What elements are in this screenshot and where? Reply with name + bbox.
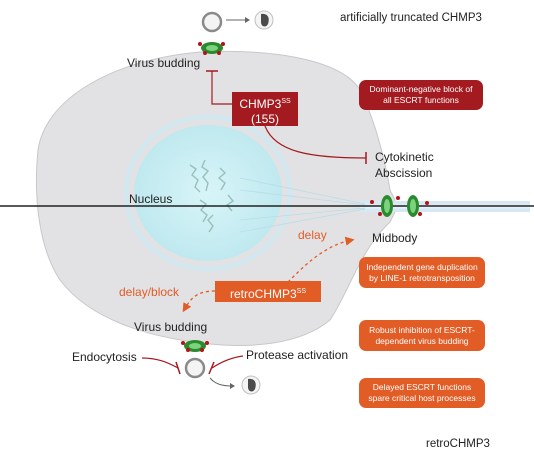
chmp3ss-count: (155) — [250, 112, 279, 126]
protease-activation-label: Protease activation — [246, 348, 349, 362]
retrochmp3-superscript: SS — [296, 288, 307, 295]
chromatin-icon — [189, 159, 235, 233]
nucleus-label: Nucleus — [129, 192, 173, 206]
retrochmp3ss-box: retroCHMP3SS — [215, 281, 321, 302]
nucleus — [134, 125, 282, 261]
escrt-ring-top-icon — [198, 42, 225, 55]
virus-budding-top-label: Virus budding — [127, 56, 201, 70]
inhibit-top-budding-line — [211, 71, 232, 105]
spindle-lines — [239, 177, 366, 233]
inhibit-abscission-line — [264, 125, 367, 159]
virus-budding-bottom-label: Virus budding — [134, 320, 208, 334]
escrt-ring-midbody-icon — [370, 195, 429, 217]
virion-bottom-icon — [248, 378, 256, 392]
retrochmp3-label: retroCHMP3 — [229, 287, 297, 301]
midbody-label: Midbody — [372, 231, 418, 245]
delay-label: delay — [298, 228, 327, 242]
escrt-ring-bottom-icon — [181, 340, 209, 352]
abscission-label: Abscission — [375, 166, 433, 180]
budding-vesicle-bottom-icon — [184, 357, 206, 379]
delayed-functions-line1: Delayed ESCRT functions — [372, 382, 472, 392]
virion-top-icon — [261, 13, 269, 27]
endocytosis-label: Endocytosis — [72, 350, 137, 364]
top-title: artificially truncated CHMP3 — [340, 12, 482, 24]
robust-inhibition-line1: Robust inhibition of ESCRT- — [369, 324, 475, 335]
delay-arrow — [287, 236, 355, 283]
gene-duplication-line1: Independent gene duplication — [366, 261, 478, 272]
gene-duplication-line2: by LINE-1 retrotransposition — [369, 272, 475, 283]
chmp3ss-box: CHMP3SS (155) — [232, 92, 298, 126]
delayed-functions-line2: spare critical host processes — [368, 393, 476, 403]
nucleus-outer-ring — [123, 114, 293, 272]
inhibit-protease-line — [211, 355, 244, 369]
budding-vesicle-top-icon — [201, 11, 223, 33]
delay-block-label: delay/block — [119, 285, 180, 299]
cytokinetic-label: Cytokinetic — [375, 150, 434, 164]
inhibit-endocytosis-line — [141, 357, 179, 369]
robust-inhibition-box: Robust inhibition of ESCRT-dependent vir… — [359, 320, 485, 351]
dominant-negative-line1: Dominant-negative block of — [369, 84, 473, 94]
dominant-negative-line2: all ESCRT functions — [383, 95, 459, 105]
bottom-title: retroCHMP3 — [426, 438, 490, 450]
robust-inhibition-line2: dependent virus budding — [375, 335, 469, 346]
chmp3ss-superscript: SS — [281, 98, 291, 105]
chmp3ss-label: CHMP3 — [239, 97, 282, 111]
